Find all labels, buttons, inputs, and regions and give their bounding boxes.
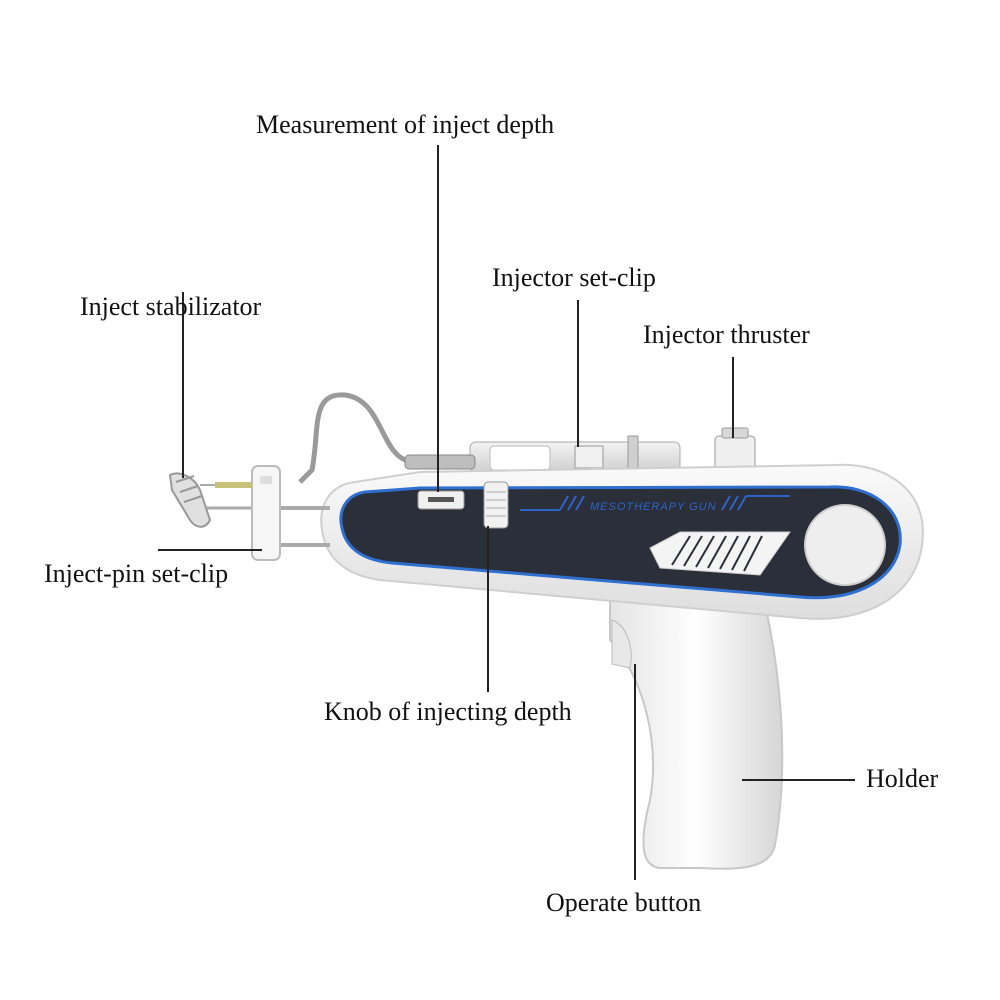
depth-knob — [484, 482, 508, 528]
label-set-clip: Injector set-clip — [492, 265, 656, 291]
thruster — [715, 428, 755, 470]
label-pin-clip: Inject-pin set-clip — [44, 561, 228, 587]
label-holder: Holder — [866, 766, 938, 792]
label-measurement: Measurement of inject depth — [256, 112, 554, 138]
round-cap — [805, 505, 885, 585]
tube — [300, 395, 415, 482]
label-operate: Operate button — [546, 890, 701, 916]
label-stabilizator: Inject stabilizator — [80, 294, 261, 320]
brand-text: MESOTHERAPY GUN — [590, 501, 717, 513]
label-thruster: Injector thruster — [643, 322, 810, 348]
label-knob: Knob of injecting depth — [324, 699, 572, 725]
